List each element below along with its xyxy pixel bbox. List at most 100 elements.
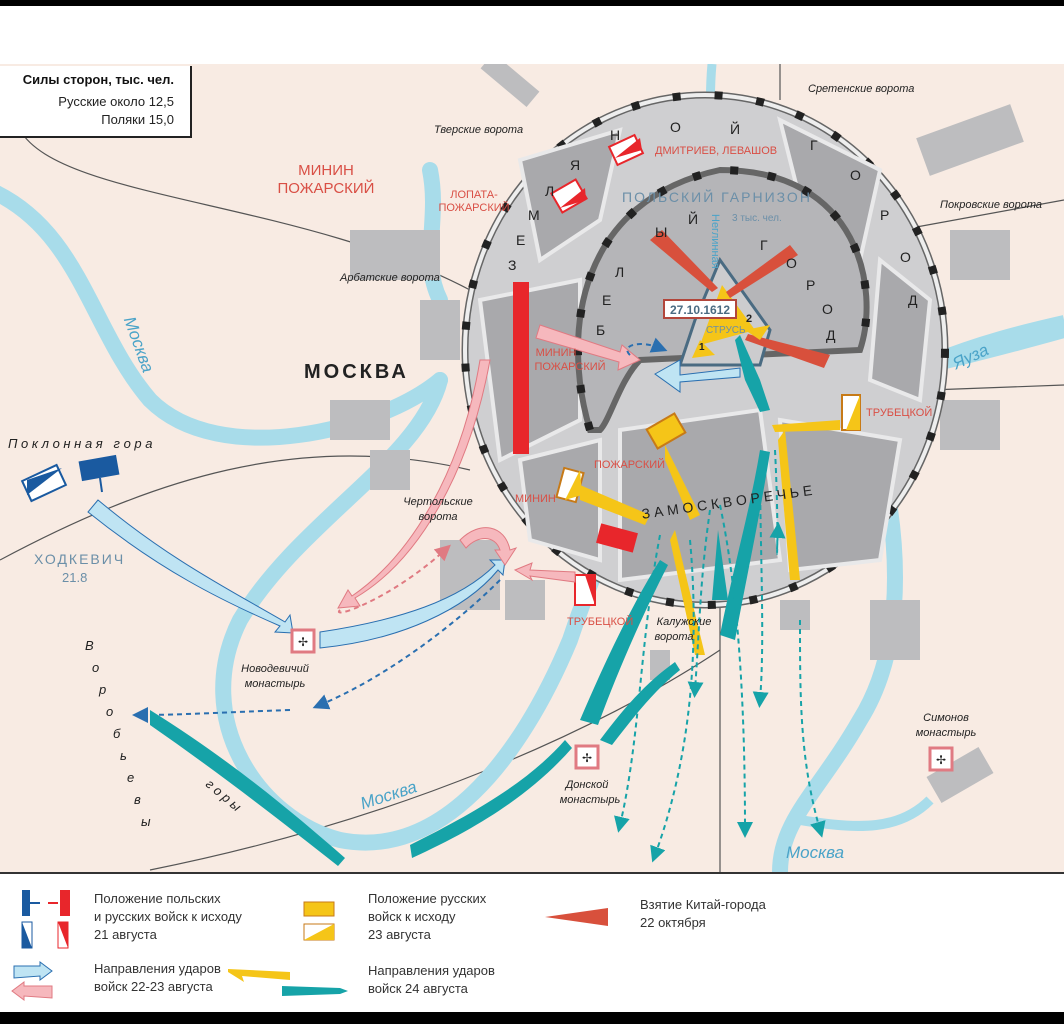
minin-pozharsky-top-1: МИНИН <box>298 162 354 179</box>
svg-text:✢: ✢ <box>298 635 308 649</box>
russian-positions <box>550 133 861 606</box>
poklonnaya-label: П о к л о н н а я г о р а <box>8 436 153 451</box>
date-label: 27.10.1612 <box>670 303 730 317</box>
russian-strike-arrows <box>337 324 641 609</box>
donskoy-label-2: монастырь <box>560 794 621 806</box>
letter: Д <box>826 327 836 343</box>
city-blocks-outer <box>330 53 1024 803</box>
pozharsky-label: ПОЖАРСКИЙ <box>594 458 665 471</box>
kaluzhskie-gate-label-1: Калужские <box>657 616 712 628</box>
letter: Л <box>545 183 554 199</box>
simonov-label-1: Симонов <box>923 712 969 724</box>
letter: З <box>508 257 516 273</box>
legend-strikes-22-23: Направления ударов войск 22-23 августа <box>94 960 221 996</box>
simonov-label-2: монастырь <box>916 727 977 739</box>
letter: О <box>786 255 797 271</box>
legend-text: 21 августа <box>94 927 157 942</box>
letter: Р <box>806 277 815 293</box>
legend-text: Направления ударов <box>94 961 221 976</box>
legend-text: войск 24 августа <box>368 981 468 996</box>
garrison-size: 3 тыс. чел. <box>732 213 782 224</box>
trubetskoy-right-label: ТРУБЕЦКОЙ <box>866 406 932 419</box>
legend-text: войск к исходу <box>368 909 456 924</box>
legend-positions-23: Положение русских войск к исходу 23 авгу… <box>368 890 486 944</box>
kitay-number-1: 1 <box>699 342 705 353</box>
legend-symbols <box>11 890 608 1001</box>
yellow-strike-arrows <box>580 325 840 655</box>
lopata-label-2: ПОЖАРСКИЙ <box>438 201 509 214</box>
letter: О <box>900 249 911 265</box>
legend-yellow-arrow-icon <box>228 969 290 982</box>
svg-text:✢: ✢ <box>582 751 592 765</box>
legend-lightblue-arrow-icon <box>13 961 53 981</box>
russian-position-main <box>513 282 529 454</box>
legend-positions-21-icon <box>21 890 70 949</box>
kitay-number-2: 2 <box>746 313 752 325</box>
forces-box: Силы сторон, тыс. чел. Русские около 12,… <box>0 66 192 138</box>
date-box <box>663 299 737 319</box>
donskoy-label-1: Донской <box>564 779 609 791</box>
legend-kitay-arrow-icon <box>545 908 608 926</box>
letter: О <box>850 167 861 183</box>
minin-label: МИНИН <box>515 493 556 505</box>
minin-pozharsky-mid-1: МИНИН <box>536 347 577 359</box>
letter: е <box>127 770 134 785</box>
letter: Е <box>602 292 611 308</box>
strus-label: СТРУСЬ <box>706 325 746 336</box>
donskoy-monastery-icon: ✢ <box>574 744 600 770</box>
arbatskie-gate-label: Арбатские ворота <box>339 272 440 284</box>
tverskie-gate-label: Тверские ворота <box>434 124 523 136</box>
letter: ь <box>120 748 127 763</box>
header-strip <box>0 6 1064 64</box>
letter: О <box>670 119 681 135</box>
zemlyanoy-towers <box>461 91 949 609</box>
letter: Д <box>908 292 918 308</box>
legend-text: Положение русских <box>368 891 487 906</box>
novodevichy-label-2: монастырь <box>245 678 306 690</box>
sretenskie-gate-label: Сретенские ворота <box>808 83 914 95</box>
letter: б <box>113 726 121 741</box>
legend-text: Направления ударов <box>368 963 495 978</box>
chertolskie-gate-label-2: ворота <box>418 511 457 523</box>
letter: о <box>92 660 99 675</box>
minin-pozharsky-mid-2: ПОЖАРСКИЙ <box>534 360 605 373</box>
dmitriev-label: ДМИТРИЕВ, ЛЕВАШОВ <box>655 145 777 157</box>
polish-strike-arrows <box>87 359 741 649</box>
trubetskoy-bottom-label: ТРУБЕЦКОЙ <box>567 615 633 628</box>
kitay-assault-arrows <box>650 230 830 368</box>
legend-text: Положение польских <box>94 891 221 906</box>
gate-labels: Тверские ворота Сретенские ворота Покров… <box>241 83 1042 806</box>
kremlin-area <box>692 340 715 358</box>
vorobyovy-label: В о р о б ь е в ы <box>85 638 151 829</box>
letter: в <box>134 792 141 807</box>
polish-positions <box>20 454 120 503</box>
bely-gorod-label: Б Е Л Ы Й Г О Р О Д <box>596 210 836 343</box>
letter: Й <box>730 120 740 137</box>
teal-dashed-arrows <box>614 449 826 863</box>
teal-strike-arrows <box>150 335 770 866</box>
neglinnaya-label: Неглинная <box>709 214 721 269</box>
letter: Я <box>570 157 580 173</box>
city-label: МОСКВА <box>304 361 409 383</box>
legend-text: Взятие Китай-города <box>640 897 766 912</box>
legend-strikes-24: Направления ударов войск 24 августа <box>368 962 495 998</box>
zemlyanoy-gorod-label: З Е М Л Я Н О Й Г О Р О Д <box>508 119 918 308</box>
minin-pozharsky-top-2: ПОЖАРСКИЙ <box>278 179 375 197</box>
letter: Е <box>516 232 525 248</box>
legend-positions-21: Положение польских и русских войск к исх… <box>94 890 242 944</box>
legend-text: 23 августа <box>368 927 431 942</box>
letter: Р <box>880 207 889 223</box>
legend-text: 22 октября <box>640 915 706 930</box>
letter: Л <box>615 264 624 280</box>
letter: о <box>106 704 113 719</box>
legend-pink-arrow-icon <box>11 981 53 1001</box>
garrison-label: ПОЛЬСКИЙ ГАРНИЗОН <box>622 188 812 205</box>
river-label-right: Москва <box>786 843 844 862</box>
legend-kitay: Взятие Китай-города 22 октября <box>640 896 766 932</box>
forces-title: Силы сторон, тыс. чел. <box>22 72 174 87</box>
forces-russians: Русские около 12,5 <box>58 94 174 109</box>
letter: ы <box>141 814 151 829</box>
letter: В <box>85 638 94 653</box>
legend: Положение польских и русских войск к исх… <box>0 872 1064 1012</box>
river-label-bottom: Москва <box>358 777 419 813</box>
